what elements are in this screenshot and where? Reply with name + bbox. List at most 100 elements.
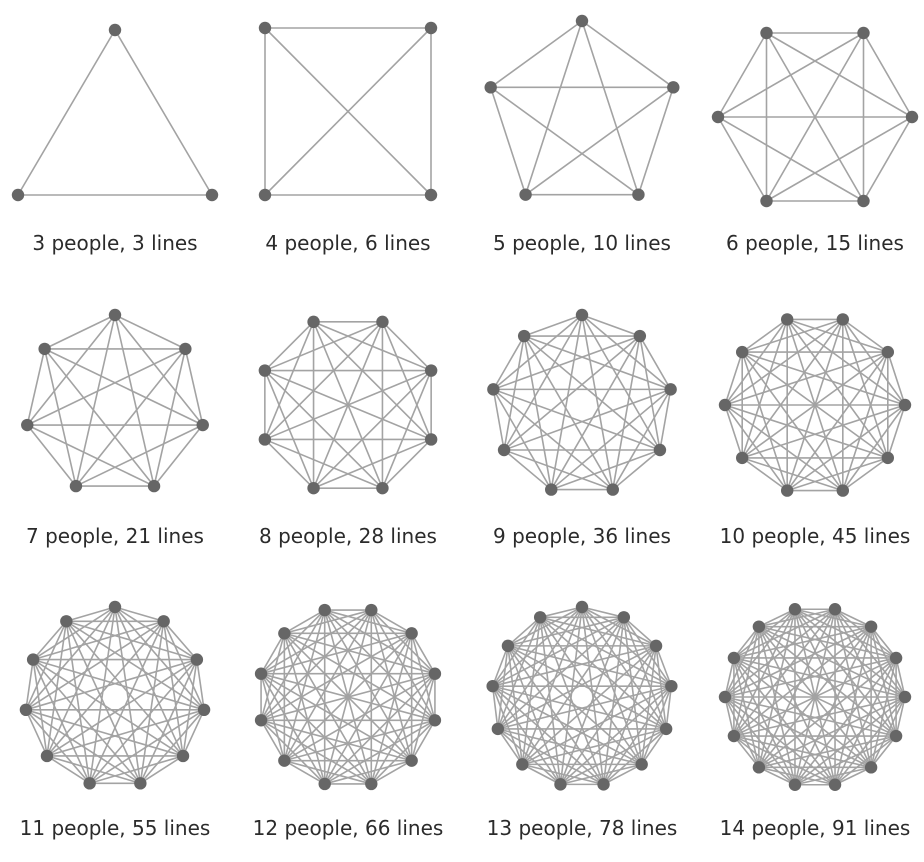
graph-edges: [260, 609, 436, 785]
graph-edges: [17, 29, 213, 196]
connection-line: [733, 608, 836, 737]
connection-line: [581, 20, 640, 195]
person-node: [254, 667, 268, 680]
person-node: [307, 315, 320, 329]
connection-line: [758, 609, 796, 768]
connection-line: [539, 616, 672, 687]
connection-line: [581, 314, 661, 451]
connection-line: [539, 617, 605, 785]
connection-line: [794, 657, 897, 786]
connection-line: [114, 606, 164, 623]
connection-line: [603, 763, 643, 786]
graph-edges: [724, 608, 906, 786]
graph-nodes: [21, 308, 209, 493]
person-node: [575, 308, 589, 322]
connection-line: [264, 438, 383, 489]
connection-line: [639, 335, 672, 390]
person-node: [484, 81, 497, 94]
connection-line: [32, 658, 205, 711]
person-node: [424, 433, 438, 446]
connection-line: [733, 608, 836, 659]
person-node: [157, 615, 170, 628]
connection-line: [264, 438, 315, 489]
connection-line: [733, 608, 796, 659]
connection-line: [284, 759, 372, 785]
connection-line: [283, 609, 326, 761]
connection-line: [25, 658, 198, 711]
person-node: [889, 729, 903, 743]
connection-line: [724, 626, 760, 698]
person-node: [836, 313, 850, 326]
connection-line: [659, 389, 672, 451]
connection-line: [794, 608, 872, 628]
connection-line: [794, 608, 872, 768]
graph-13-people: 13 people, 78 lines: [486, 600, 678, 840]
person-node: [727, 729, 741, 743]
person-node: [667, 81, 680, 94]
connection-line: [381, 438, 432, 489]
connection-line: [65, 620, 142, 784]
connection-line: [32, 606, 116, 661]
connection-line: [637, 87, 675, 195]
person-node: [40, 749, 54, 763]
graph-caption: 11 people, 55 lines: [20, 816, 211, 840]
connection-line: [525, 86, 674, 196]
graph-caption: 6 people, 15 lines: [726, 231, 904, 255]
connection-line: [312, 321, 432, 441]
person-node: [424, 21, 438, 35]
connection-line: [733, 608, 796, 737]
connection-line: [491, 645, 509, 687]
connection-line: [522, 728, 667, 766]
connection-line: [724, 696, 796, 786]
connection-line: [184, 348, 204, 426]
connection-line: [283, 632, 436, 721]
person-node: [179, 342, 192, 356]
connection-line: [491, 686, 499, 730]
graph-caption: 4 people, 6 lines: [265, 231, 430, 255]
person-node: [881, 451, 895, 465]
connection-line: [493, 388, 661, 451]
person-node: [780, 313, 794, 326]
connection-line: [497, 617, 541, 730]
connection-line: [503, 449, 614, 491]
person-node: [108, 23, 122, 37]
person-node: [828, 778, 842, 791]
connection-line: [895, 657, 906, 698]
person-node: [258, 21, 272, 35]
graph-nodes: [258, 315, 438, 495]
connection-line: [26, 314, 116, 426]
person-node: [258, 188, 272, 202]
person-node: [575, 600, 589, 614]
connection-line: [503, 388, 671, 451]
connection-line: [44, 314, 116, 350]
person-node: [318, 777, 331, 791]
person-node: [665, 679, 678, 693]
connection-line: [724, 657, 735, 698]
connection-line: [539, 617, 562, 785]
connection-line: [665, 686, 673, 730]
connection-line: [623, 616, 657, 647]
connection-line: [522, 763, 604, 786]
connection-line: [539, 606, 583, 619]
connection-line: [887, 404, 906, 459]
graph-nodes: [486, 600, 678, 791]
person-node: [905, 110, 919, 124]
connection-line: [284, 632, 436, 675]
person-node: [38, 342, 51, 356]
connection-line: [283, 633, 326, 785]
connection-line: [182, 709, 205, 757]
connection-line: [733, 735, 836, 786]
connection-line: [612, 388, 672, 490]
connection-line: [794, 735, 897, 786]
person-node: [487, 383, 500, 396]
connection-line: [492, 388, 614, 491]
person-node: [108, 600, 122, 614]
connection-line: [559, 685, 672, 785]
connection-line: [786, 318, 906, 406]
graph-caption: 12 people, 66 lines: [253, 816, 444, 840]
connection-line: [834, 608, 872, 628]
connection-line: [758, 626, 836, 786]
graph-11-people: 11 people, 55 lines: [20, 600, 211, 840]
person-node: [836, 484, 850, 497]
